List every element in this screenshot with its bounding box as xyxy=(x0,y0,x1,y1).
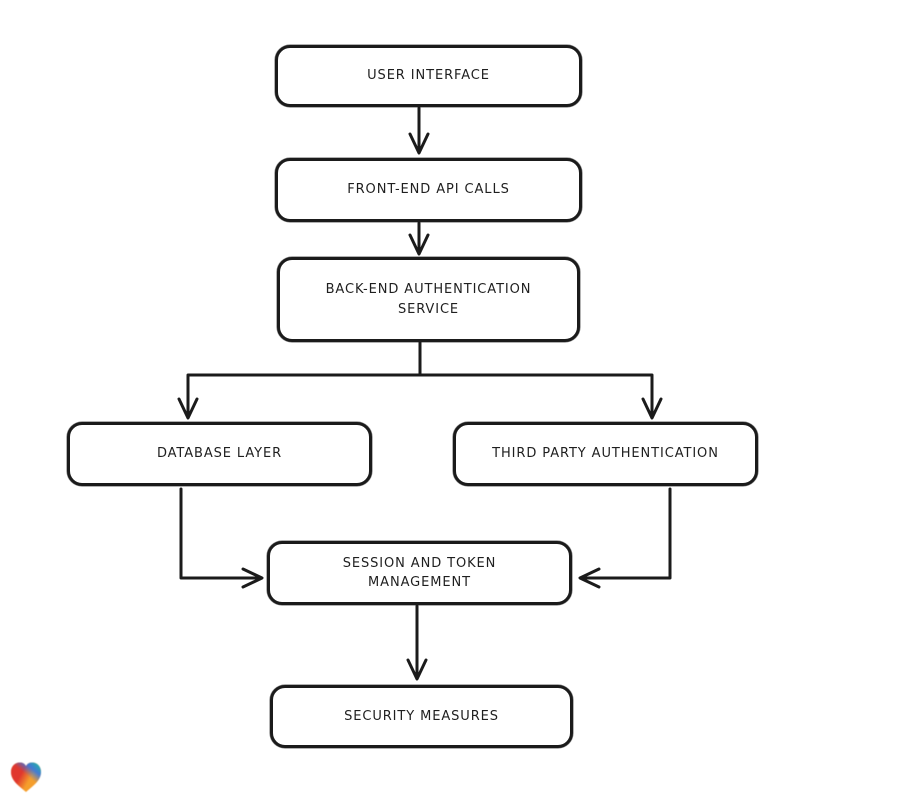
node-label: SECURITY MEASURES xyxy=(344,708,499,724)
node-third-party-authentication[interactable]: THIRD PARTY AUTHENTICATION xyxy=(453,422,758,486)
node-label: THIRD PARTY AUTHENTICATION xyxy=(492,446,719,462)
edge-back-end-authentication-service-to-database-layer xyxy=(177,341,422,420)
node-user-interface[interactable]: USER INTERFACE xyxy=(275,45,582,107)
heart-logo-icon[interactable] xyxy=(8,760,44,796)
node-database-layer[interactable]: DATABASE LAYER xyxy=(67,422,372,486)
node-label: SESSION AND TOKEN MANAGEMENT xyxy=(342,555,497,591)
node-front-end-api-calls[interactable]: FRONT-END API CALLS xyxy=(275,158,582,222)
edge-session-and-token-management-to-security-measures xyxy=(406,604,428,681)
edge-back-end-authentication-service-to-third-party-authentication xyxy=(418,341,663,420)
node-session-and-token-management[interactable]: SESSION AND TOKEN MANAGEMENT xyxy=(267,541,572,605)
node-back-end-authentication-service[interactable]: BACK-END AUTHENTICATION SERVICE xyxy=(277,257,580,342)
node-label: FRONT-END API CALLS xyxy=(347,182,510,198)
edge-user-interface-to-front-end-api-calls xyxy=(408,106,430,155)
node-label: DATABASE LAYER xyxy=(156,446,283,462)
edge-database-layer-to-session-and-token-management xyxy=(179,487,264,589)
node-security-measures[interactable]: SECURITY MEASURES xyxy=(270,685,573,748)
node-label: USER INTERFACE xyxy=(367,68,490,84)
edge-front-end-api-calls-to-back-end-authentication-service xyxy=(408,221,430,256)
node-label: BACK-END AUTHENTICATION SERVICE xyxy=(325,282,532,317)
edge-third-party-authentication-to-session-and-token-management xyxy=(578,487,672,589)
